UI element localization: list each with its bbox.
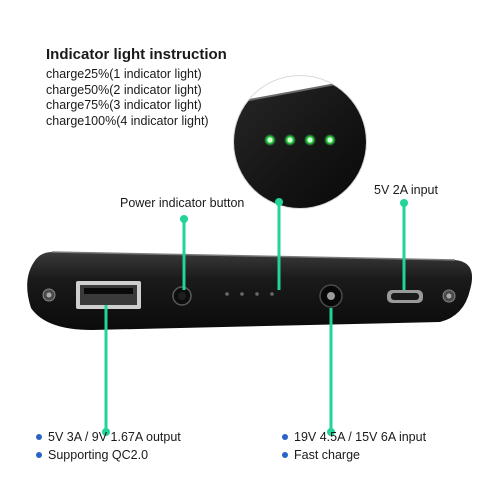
- usb-output-spec: 5V 3A / 9V 1.67A output: [36, 430, 181, 444]
- power-button-label: Power indicator button: [120, 196, 245, 210]
- callout-lines: [104, 202, 406, 432]
- usb-port-icon: [76, 281, 141, 309]
- instruction-title: Indicator light instruction: [46, 46, 227, 63]
- right-screw-icon: [442, 289, 456, 303]
- charge-level-list: charge25%(1 indicator light) charge50%(2…: [46, 67, 209, 129]
- charge-level-100: charge100%(4 indicator light): [46, 113, 209, 128]
- left-screw-icon: [42, 288, 56, 302]
- zoom-led-1: [264, 134, 276, 146]
- power-bank-body: [27, 251, 473, 330]
- charge-level-50: charge50%(2 indicator light): [46, 82, 202, 97]
- body-led-2: [240, 292, 244, 296]
- power-button-icon: [172, 286, 192, 306]
- zoom-led-4: [324, 134, 336, 146]
- bullet-icon: [282, 434, 288, 440]
- callout-dot-power: [180, 215, 188, 223]
- body-led-1: [225, 292, 229, 296]
- bullet-icon: [36, 452, 42, 458]
- callout-dot-usb: [102, 428, 110, 436]
- usb-qc-spec: Supporting QC2.0: [36, 448, 148, 462]
- body-led-3: [255, 292, 259, 296]
- bullet-icon: [36, 434, 42, 440]
- input-5v-label: 5V 2A input: [374, 183, 438, 197]
- indicator-zoom-view: [233, 75, 367, 209]
- charge-level-75: charge75%(3 indicator light): [46, 98, 202, 112]
- charge-level-25: charge25%(1 indicator light): [46, 67, 202, 81]
- body-led-4: [270, 292, 274, 296]
- fast-charge-spec: Fast charge: [282, 448, 360, 462]
- callout-dot-indicator: [275, 198, 283, 206]
- callout-dot-dc: [327, 428, 335, 436]
- callout-dot-5v-input: [400, 199, 408, 207]
- micro-usb-port-icon: [387, 290, 423, 303]
- zoom-led-3: [304, 134, 316, 146]
- dc-input-port-icon: [319, 284, 343, 308]
- zoom-led-2: [284, 134, 296, 146]
- dc-input-spec: 19V 4.5A / 15V 6A input: [282, 430, 426, 444]
- bullet-icon: [282, 452, 288, 458]
